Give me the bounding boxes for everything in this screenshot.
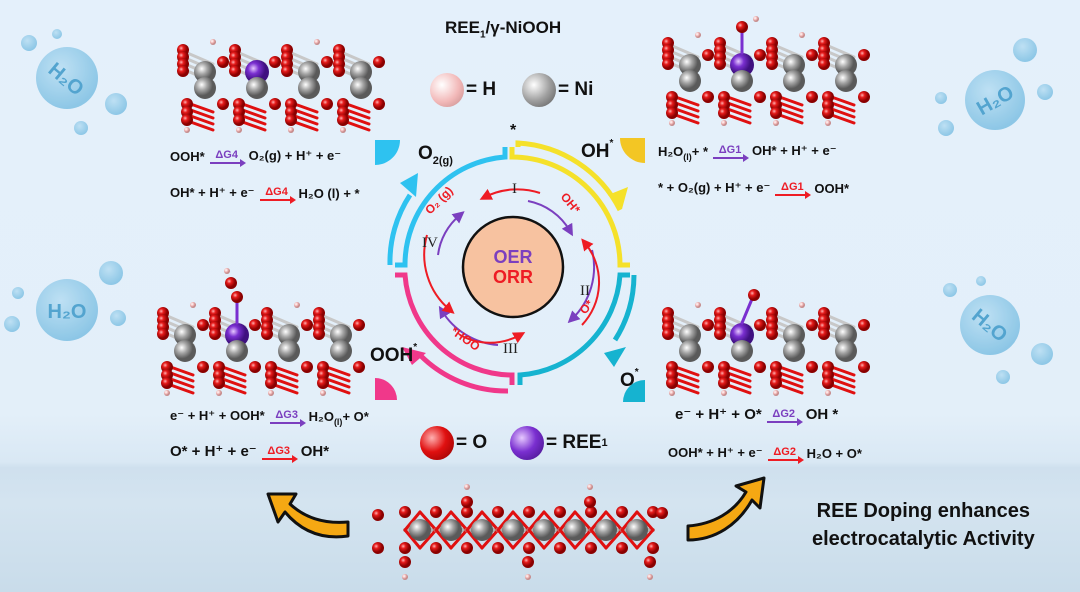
- reaction-arrow-icon: ΔG3: [261, 446, 298, 463]
- ree-atom-icon: [510, 426, 544, 460]
- equation-g1-orr: * + O₂(g) + H⁺ + e⁻ ΔG1 OOH*: [658, 180, 850, 199]
- arrow-oh-icon: [608, 187, 628, 209]
- ring-segment-o: [517, 272, 630, 385]
- structure-ooh-state: [157, 268, 365, 396]
- oxygen-atom-icon: [420, 426, 454, 460]
- caption: REE Doping enhances electrocatalytic Act…: [812, 497, 1035, 553]
- caption-line-2: electrocatalytic Activity: [812, 528, 1035, 550]
- hydrogen-atom-icon: [430, 73, 464, 107]
- ring-segment-oh: [509, 147, 630, 268]
- step-label-1: I: [512, 181, 517, 197]
- reaction-arrow-icon: ΔG2: [767, 447, 804, 464]
- state-oh: OH*: [581, 137, 614, 162]
- wedge-bottom-left: [375, 378, 397, 400]
- orange-arrow-right-icon: [686, 476, 766, 542]
- ring-segment-o-outer: [612, 274, 637, 342]
- wedge-top-left: [375, 140, 400, 165]
- reaction-arrow-icon: ΔG1: [775, 182, 812, 199]
- step-label-4: IV: [422, 235, 438, 251]
- equation-g4-orr: OH* + H⁺ + e⁻ ΔG4 H₂O (l) + *: [170, 185, 360, 204]
- state-o: O*: [620, 366, 639, 391]
- wedge-bottom-right: [623, 380, 645, 402]
- equation-g2-oer: e⁻ + H⁺ + O* ΔG2 OH *: [675, 406, 839, 426]
- bubble-cluster-top-left: H₂O: [21, 29, 127, 135]
- ring-segment-o2: [395, 147, 508, 268]
- orange-arrow-left-icon: [266, 492, 350, 539]
- arrow-o-icon: [604, 347, 626, 367]
- center-circle: [461, 215, 565, 319]
- reaction-arrow-icon: ΔG1: [713, 145, 750, 162]
- nickel-atom-icon: [522, 73, 556, 107]
- arrow-o2-icon: [400, 173, 418, 197]
- svg-text:H₂O: H₂O: [48, 301, 87, 323]
- bubble-cluster-top-right: H₂O: [935, 38, 1053, 136]
- step-label-2: II: [580, 283, 590, 299]
- oer-orr-cycle: OER ORR I II III IV OH* O* *HOO O₂ (g): [387, 140, 637, 394]
- caption-line-1: REE Doping enhances: [816, 500, 1031, 522]
- reaction-arrow-icon: ΔG2: [766, 409, 803, 426]
- legend-ni: = Ni: [522, 73, 593, 107]
- equation-g3-oer: e⁻ + H⁺ + OOH* ΔG3 H₂O (l) + O*: [170, 408, 369, 427]
- legend-o: = O: [420, 426, 487, 460]
- state-o2-gas: O2(g): [418, 143, 453, 167]
- ring-segment-ooh: [395, 272, 515, 385]
- arrow-ooh-icon: [402, 347, 426, 365]
- equation-g3-orr: O* + H⁺ + e⁻ ΔG3 OH*: [170, 443, 330, 463]
- structure-o2-state: [177, 39, 385, 133]
- equation-g1-oer: H₂O(l) + * ΔG1 OH* + H⁺ + e⁻: [658, 143, 837, 162]
- state-free-site: *: [510, 122, 517, 139]
- center-label-orr: ORR: [493, 267, 533, 287]
- reaction-arrow-icon: ΔG3: [269, 410, 306, 427]
- structure-pristine-slab: [372, 484, 668, 580]
- bubble-cluster-mid-right: H₂O: [943, 276, 1053, 384]
- reaction-arrow-icon: ΔG4: [209, 150, 246, 167]
- ring-segment-ooh-outer: [418, 353, 509, 394]
- equation-g4-oer: OOH* ΔG4 O₂(g) + H⁺ + e⁻: [170, 148, 342, 167]
- bubble-cluster-mid-left: H₂O: [4, 261, 126, 341]
- equation-g2-orr: OOH* + H⁺ + e⁻ ΔG2 H₂O + O*: [668, 445, 862, 464]
- wedge-top-right: [620, 138, 645, 163]
- structure-o-state: [662, 289, 870, 396]
- step-label-3: III: [503, 341, 518, 357]
- legend-h: = H: [430, 73, 496, 107]
- reaction-arrow-icon: ΔG4: [259, 187, 296, 204]
- ring-segment-o2-outer: [387, 193, 413, 266]
- center-label-oer: OER: [493, 247, 532, 267]
- figure-title: REE1/γ-NiOOH: [445, 18, 562, 41]
- structure-oh-state: [662, 16, 870, 126]
- state-ooh: OOH*: [370, 341, 418, 366]
